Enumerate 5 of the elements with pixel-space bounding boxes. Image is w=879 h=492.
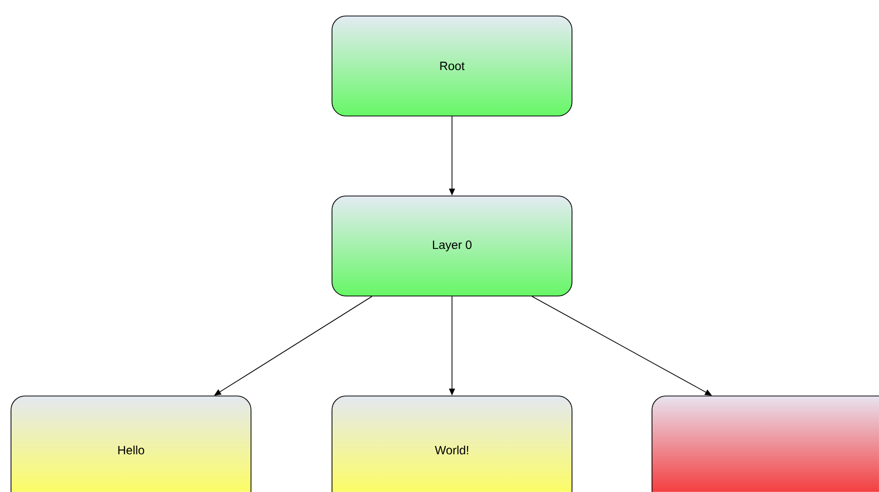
process-box: World! [332, 396, 572, 492]
process-box: Hello [10, 396, 252, 492]
process-box: Root [332, 16, 572, 116]
empty-box [652, 396, 879, 492]
process-box: Layer 0 [332, 196, 572, 296]
